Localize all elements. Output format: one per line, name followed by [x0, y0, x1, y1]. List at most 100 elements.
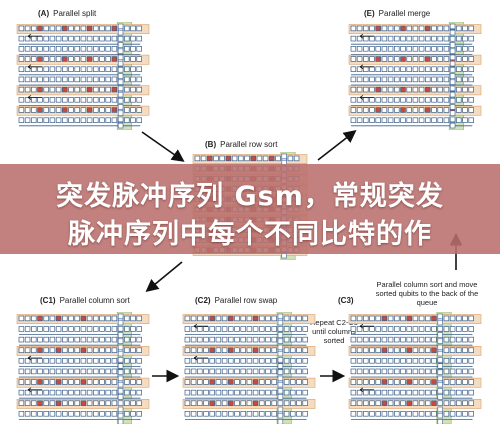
grid-cell: [443, 411, 450, 417]
qubit-cell: [252, 347, 259, 353]
grid-cell: [394, 411, 400, 417]
grid-cell: [240, 315, 246, 322]
qubit-cell: [400, 56, 406, 62]
routing-wire: [185, 366, 307, 367]
grid-cell: [259, 368, 265, 375]
grid-cell: [363, 347, 369, 353]
grid-cell: [387, 97, 394, 103]
grid-cell: [400, 315, 406, 322]
qubit-cell: [375, 86, 381, 93]
grid-cell: [387, 389, 394, 396]
grid-cell: [252, 411, 259, 417]
grid-cell: [350, 66, 357, 72]
grid-cell: [350, 35, 357, 42]
grid-cell: [400, 66, 406, 72]
grid-cell: [443, 56, 450, 62]
grid-cell: [265, 358, 271, 364]
qubit-cell: [55, 379, 62, 385]
grid-cell: [86, 46, 93, 52]
grid-cell: [24, 86, 31, 93]
grid-cell: [43, 336, 49, 343]
grid-cell: [425, 358, 431, 364]
routing-wire: [351, 366, 473, 367]
grid-cell: [265, 389, 271, 396]
qubit-cell: [381, 379, 388, 385]
grid-cell: [24, 76, 31, 83]
grid-cell: [418, 347, 425, 353]
column-cell: [437, 338, 443, 344]
grid-cell: [234, 400, 240, 406]
qubit-cell: [425, 86, 431, 93]
grid-cell: [49, 347, 56, 353]
column-cell: [117, 375, 124, 382]
grid-cell: [375, 97, 381, 103]
grid-cell: [234, 389, 240, 396]
grid-cell: [406, 326, 412, 332]
grid-cell: [375, 76, 381, 83]
grid-cell: [363, 411, 369, 417]
grid-cell: [99, 25, 105, 32]
grid-cell: [62, 347, 68, 353]
grid-cell: [62, 336, 68, 343]
grid-cell: [43, 315, 49, 322]
grid-cell: [105, 86, 111, 93]
grid-cell: [246, 368, 253, 375]
grid-cell: [18, 25, 25, 32]
grid-cell: [43, 107, 49, 113]
grid-cell: [456, 347, 462, 353]
grid-cell: [124, 46, 130, 52]
grid-cell: [375, 368, 381, 375]
grid-cell: [130, 56, 136, 62]
column-cell: [117, 110, 124, 116]
grid-cell: [43, 326, 49, 332]
grid-cell: [24, 66, 31, 72]
grid-cell: [449, 347, 456, 353]
grid-cell: [394, 400, 400, 406]
grid-cell: [400, 358, 406, 364]
grid-cell: [437, 117, 443, 123]
grid-cell: [456, 389, 462, 396]
grid-cell: [80, 336, 87, 343]
grid-cell: [394, 117, 400, 123]
column-cell: [117, 60, 124, 67]
grid-cell: [283, 389, 290, 396]
grid-cell: [412, 315, 419, 322]
grid-cell: [394, 326, 400, 332]
grid-cell: [425, 97, 431, 103]
grid-cell: [80, 86, 87, 93]
qubit-cell: [250, 155, 256, 162]
qubit-cell: [55, 347, 62, 353]
grid-cell: [234, 336, 240, 343]
qubit-cell: [252, 315, 259, 322]
grid-cell: [381, 326, 388, 332]
column-cell: [117, 326, 124, 332]
grid-cell: [105, 389, 111, 396]
grid-cell: [197, 315, 203, 322]
grid-cell: [43, 56, 49, 62]
grid-cell: [350, 411, 357, 417]
grid-cell: [394, 56, 400, 62]
grid-cell: [449, 400, 456, 406]
grid-cell: [412, 117, 419, 123]
grid-cell: [240, 326, 246, 332]
grid-cell: [234, 326, 240, 332]
grid-cell: [43, 66, 49, 72]
grid-cell: [252, 368, 259, 375]
grid-cell: [24, 389, 31, 396]
grid-cell: [43, 347, 49, 353]
column-cell: [449, 29, 456, 36]
grid-cell: [184, 358, 191, 364]
grid-cell: [290, 315, 296, 322]
grid-cell: [449, 315, 456, 322]
grid-cell: [24, 368, 31, 375]
grid-cell: [221, 389, 228, 396]
grid-cell: [111, 66, 118, 72]
grid-cell: [130, 326, 136, 332]
column-cell: [437, 375, 443, 382]
grid-cell: [24, 35, 31, 42]
grid-cell: [203, 389, 209, 396]
grid-cell: [356, 315, 363, 322]
column-cell: [449, 104, 456, 110]
grid-cell: [231, 155, 238, 162]
grid-cell: [412, 25, 419, 32]
